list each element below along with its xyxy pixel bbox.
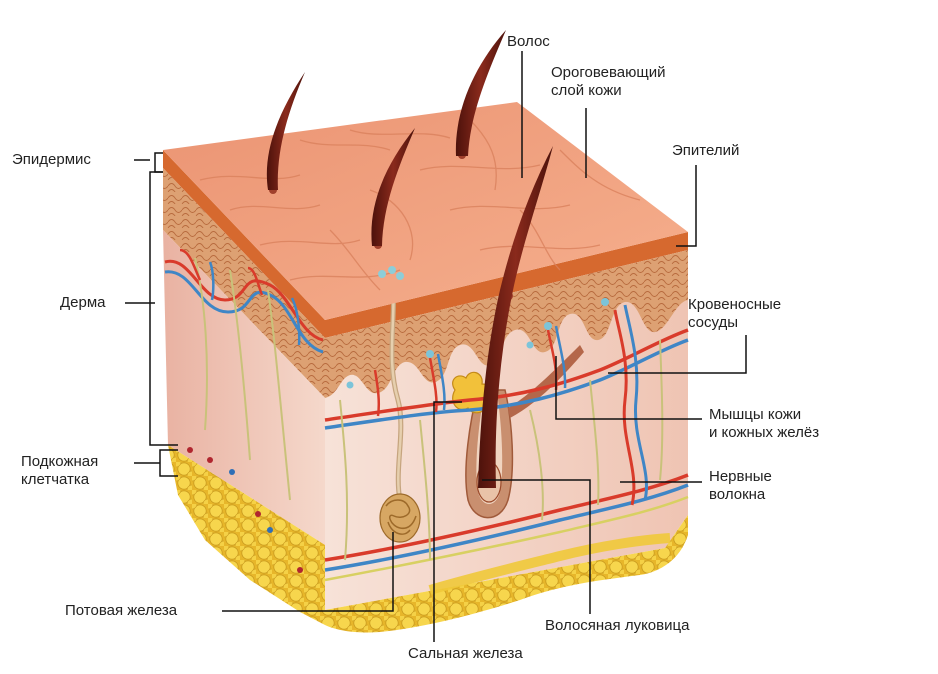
label-blood-vessels-line1: Кровеносные xyxy=(688,296,782,313)
hair-strand-2 xyxy=(371,128,415,246)
left-face xyxy=(163,150,325,625)
label-stratum-corneum: Ороговевающий слой кожи xyxy=(551,64,665,100)
hairs xyxy=(266,30,553,488)
label-dermis: Дерма xyxy=(60,294,106,311)
label-subcutaneous: Подкожная клетчатка xyxy=(21,453,98,489)
label-muscles: Мышцы кожи и кожных желёз xyxy=(709,406,819,442)
label-stratum-corneum-line2: слой кожи xyxy=(551,82,622,99)
sweat-pore-icon xyxy=(378,266,404,280)
label-subcutaneous-line2: клетчатка xyxy=(21,471,90,488)
label-stratum-corneum-line1: Ороговевающий xyxy=(551,64,666,81)
label-hair: Волос xyxy=(507,33,550,50)
artery-left xyxy=(164,259,324,342)
leader-lines xyxy=(125,51,747,642)
label-nerve-fibers: Нервные волокна xyxy=(709,468,772,504)
vein-left xyxy=(164,270,324,354)
arrector-muscle xyxy=(508,345,584,418)
hair-strand-main xyxy=(478,146,553,488)
hair-strand-3 xyxy=(455,30,506,156)
top-face xyxy=(163,102,688,320)
label-epidermis: Эпидермис xyxy=(12,151,91,168)
sweat-gland-coil xyxy=(379,493,421,543)
label-blood-vessels-line2: сосуды xyxy=(688,314,739,331)
label-hair-bulb: Волосяная луковица xyxy=(545,617,690,634)
label-blood-vessels: Кровеносные сосуды xyxy=(688,296,781,332)
label-sebaceous-gland: Сальная железа xyxy=(408,645,523,662)
label-nerve-fibers-line1: Нервные xyxy=(709,468,772,485)
hair-strand-1 xyxy=(266,72,305,190)
label-sweat-gland: Потовая железа xyxy=(65,602,178,619)
label-muscles-line1: Мышцы кожи xyxy=(709,406,802,423)
artery-right xyxy=(324,328,689,422)
label-muscles-line2: и кожных желёз xyxy=(709,424,820,441)
label-nerve-fibers-line2: волокна xyxy=(709,486,766,503)
label-subcutaneous-line1: Подкожная xyxy=(21,453,99,470)
label-epithelium: Эпителий xyxy=(672,142,740,159)
